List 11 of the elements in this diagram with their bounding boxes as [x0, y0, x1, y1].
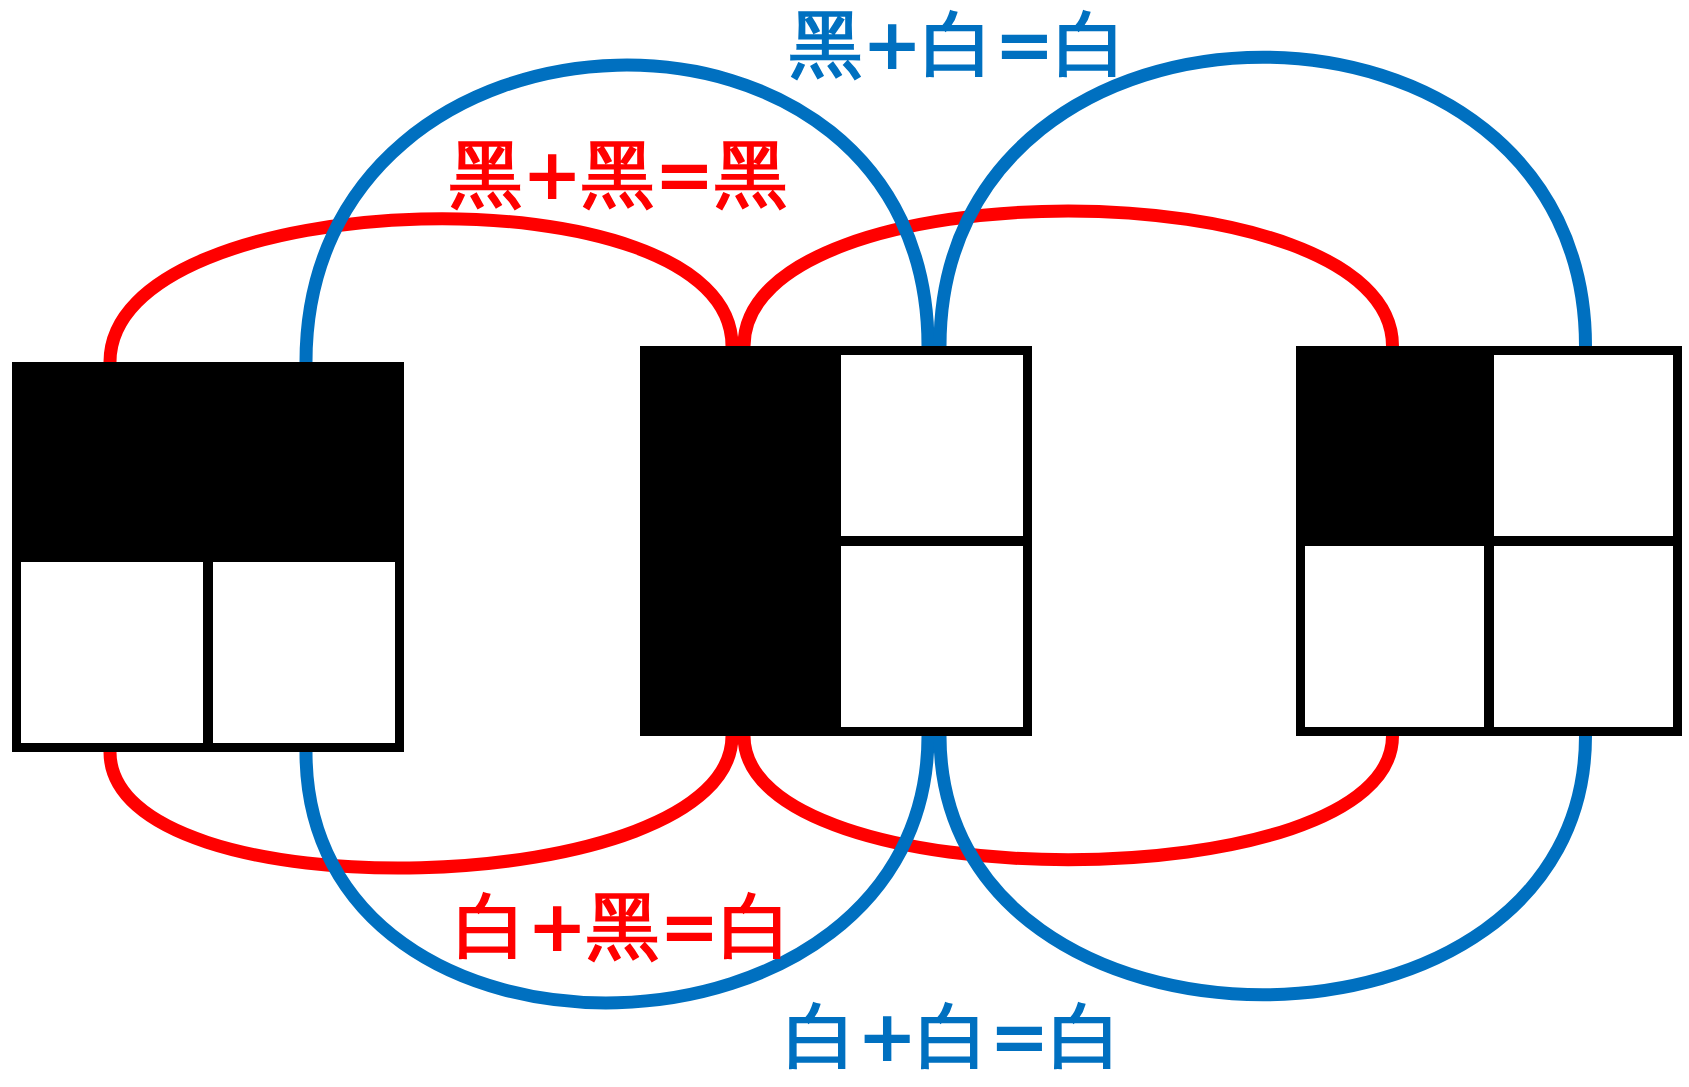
- equation-label: 黑+黑=黑: [450, 138, 787, 210]
- equation-label: 白+白=白: [785, 1000, 1122, 1072]
- equation-label: 白+黑=白: [455, 890, 792, 962]
- connector-arc: [737, 204, 1399, 348]
- connector-arc: [103, 212, 739, 364]
- connector-arc: [103, 734, 739, 875]
- equation-label: 黑+白=白: [790, 8, 1127, 80]
- connector-arc: [299, 58, 935, 363]
- connector-arc: [299, 735, 935, 1010]
- connector-arc: [933, 51, 1592, 347]
- connector-arc: [933, 734, 1592, 1001]
